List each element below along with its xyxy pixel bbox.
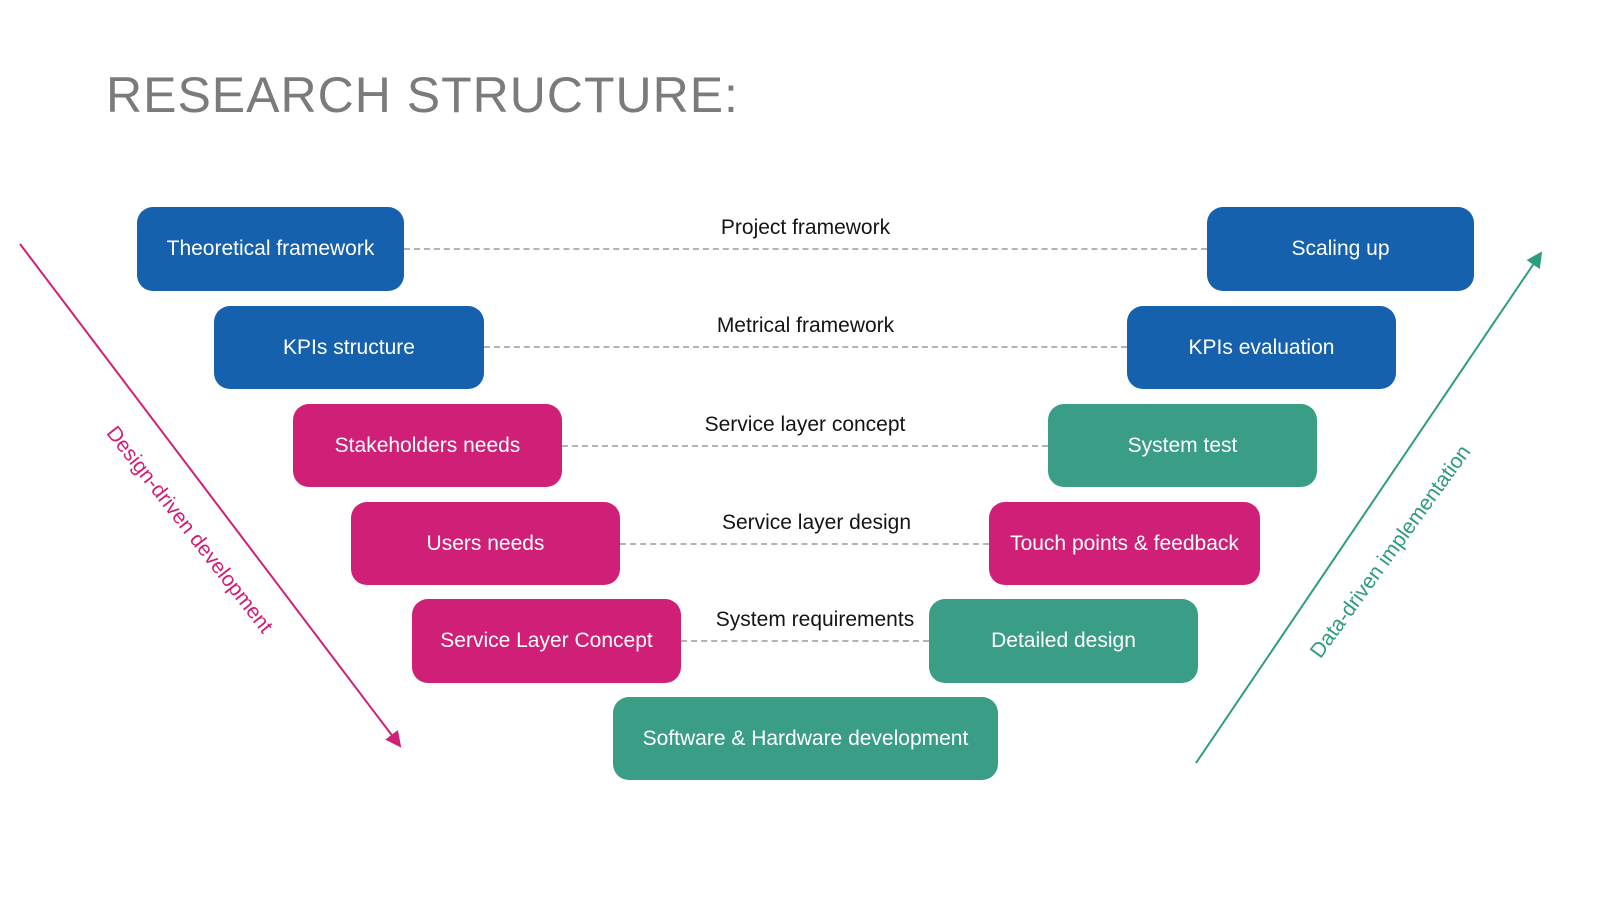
connector-line-system-requirements [681,640,929,642]
design-driven-label: Design-driven development [101,421,278,638]
connector-label-system-requirements: System requirements [715,608,915,631]
connector-line-project-framework [404,248,1207,250]
box-detailed-design: Detailed design [929,599,1198,683]
box-scaling-up: Scaling up [1207,207,1474,291]
box-touch-points-feedback: Touch points & feedback [989,502,1260,585]
box-system-test: System test [1048,404,1317,487]
connector-line-service-layer-design [620,543,989,545]
connector-line-metrical-framework [484,346,1127,348]
connector-label-metrical-framework: Metrical framework [716,314,895,337]
box-kpis-evaluation: KPIs evaluation [1127,306,1396,389]
connector-label-service-layer-concept: Service layer concept [704,413,906,436]
box-stakeholders-needs: Stakeholders needs [293,404,562,487]
connector-line-service-layer-concept [562,445,1048,447]
box-kpis-structure: KPIs structure [214,306,484,389]
box-software-hardware-development: Software & Hardware development [613,697,998,780]
connector-label-service-layer-design: Service layer design [721,511,912,534]
connector-label-project-framework: Project framework [720,216,891,239]
page-title: RESEARCH STRUCTURE: [106,67,739,123]
box-service-layer-concept: Service Layer Concept [412,599,681,683]
data-driven-label: Data-driven implementation [1305,441,1476,663]
box-users-needs: Users needs [351,502,620,585]
box-theoretical-framework: Theoretical framework [137,207,404,291]
